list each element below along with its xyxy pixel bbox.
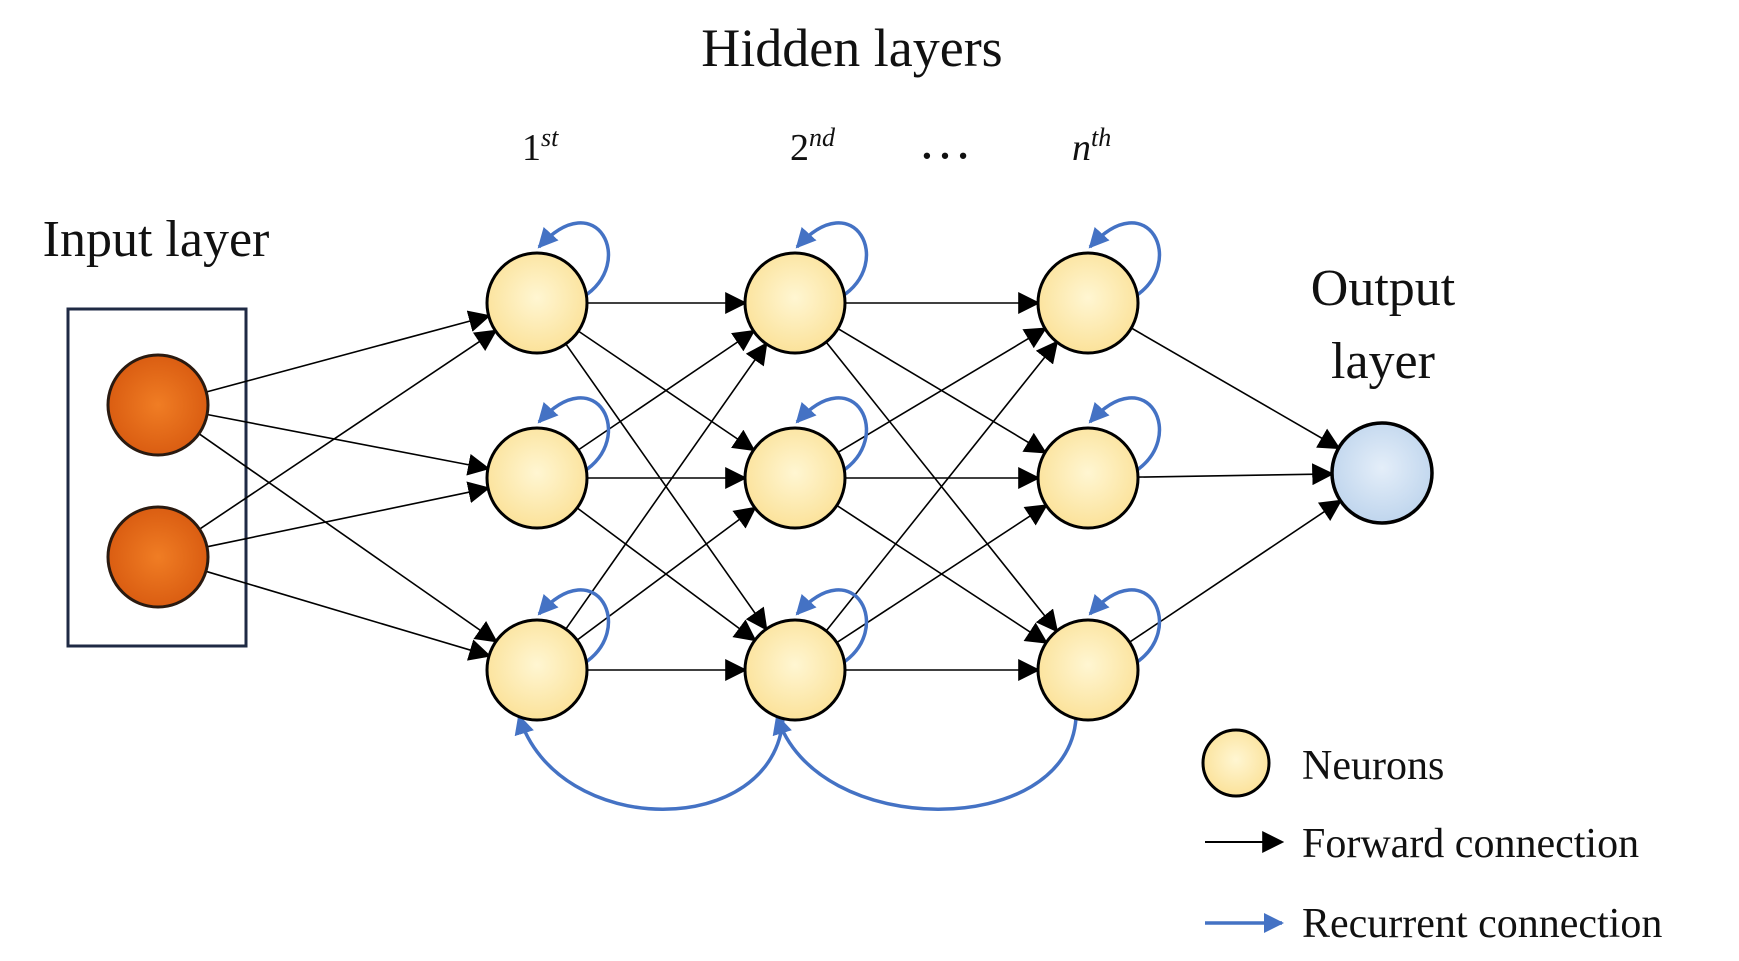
- recurrent-self-loop-h1n2: [537, 396, 611, 474]
- ordinal-n-base: n: [1072, 127, 1091, 169]
- input-layer-label: Input layer: [43, 211, 270, 268]
- recurrent-self-loop-h2n3: [795, 588, 869, 666]
- recurrent-arc-h2-to-h1: [514, 714, 785, 811]
- forward-connection-in1-h1n1: [206, 310, 491, 393]
- input-neuron-1: [106, 353, 210, 457]
- legend-neurons-label: Neurons: [1302, 743, 1444, 789]
- output-neuron: [1330, 421, 1434, 525]
- recurrent-self-loop-h3n1: [1088, 221, 1162, 299]
- forward-connection-in1-h1n3: [198, 433, 498, 643]
- ordinal-2-base: 2: [790, 127, 809, 169]
- neurons: [106, 251, 1434, 722]
- output-layer-label-line1: Output: [1311, 260, 1456, 317]
- ordinal-2-sup: nd: [809, 123, 836, 152]
- legend-neuron-icon: [1201, 728, 1271, 798]
- forward-connection-h3n1-out: [1130, 327, 1341, 450]
- ordinal-n-sup: th: [1091, 123, 1111, 152]
- input-layer-box: [66, 307, 248, 648]
- forward-connection-h2n2-h3n1: [837, 327, 1047, 454]
- hidden-neuron-l1-1: [485, 251, 589, 355]
- recurrent-connections: [514, 221, 1162, 811]
- forward-connection-h3n3-out: [1129, 499, 1343, 643]
- forward-connection-h2n3-h3n1: [825, 340, 1059, 632]
- hidden-neuron-l1-3: [485, 618, 589, 722]
- ellipsis: …: [918, 110, 972, 170]
- recurrent-self-loop-h3n2: [1088, 396, 1162, 474]
- forward-connection-h2n3-h3n2: [836, 504, 1049, 644]
- ordinal-1-sup: st: [541, 123, 559, 152]
- hidden-layer-label-1: 1st: [522, 123, 559, 169]
- hidden-neuron-l2-2: [743, 426, 847, 530]
- hidden-layer-label-2: 2nd: [790, 123, 836, 169]
- recurrent-self-loop-h1n1: [537, 221, 611, 299]
- recurrent-self-loop-h3n3: [1088, 588, 1162, 666]
- recurrent-self-loop-h2n1: [795, 221, 869, 299]
- legend: Neurons Forward connection Recurrent con…: [1201, 728, 1662, 947]
- forward-connection-in2-h1n1: [199, 329, 498, 530]
- hidden-neuron-l3-2: [1036, 426, 1140, 530]
- diagram-title: Hidden layers: [701, 18, 1002, 78]
- forward-connection-in1-h1n2: [206, 413, 491, 476]
- forward-connections: [198, 292, 1343, 681]
- hidden-neuron-l2-1: [743, 251, 847, 355]
- legend-recurrent-label: Recurrent connection: [1302, 901, 1662, 947]
- forward-connection-in2-h1n3: [205, 570, 492, 661]
- hidden-neuron-l1-2: [485, 426, 589, 530]
- recurrent-self-loop-h1n3: [537, 588, 611, 666]
- hidden-neuron-l2-3: [743, 618, 847, 722]
- recurrent-arc-h3-to-h2: [772, 714, 1078, 811]
- forward-connection-h3n2-out: [1137, 463, 1335, 486]
- recurrent-self-loop-h2n2: [795, 396, 869, 474]
- forward-connection-in2-h1n2: [206, 481, 491, 548]
- hidden-neuron-l3-3: [1036, 618, 1140, 722]
- forward-connection-h1n3-h2n1: [565, 342, 768, 630]
- hidden-neuron-l3-1: [1036, 251, 1140, 355]
- input-neuron-2: [106, 505, 210, 609]
- ordinal-1-base: 1: [522, 127, 541, 169]
- hidden-layer-label-n: nth: [1072, 123, 1111, 169]
- output-layer-label-line2: layer: [1331, 333, 1435, 390]
- legend-forward-label: Forward connection: [1302, 821, 1639, 867]
